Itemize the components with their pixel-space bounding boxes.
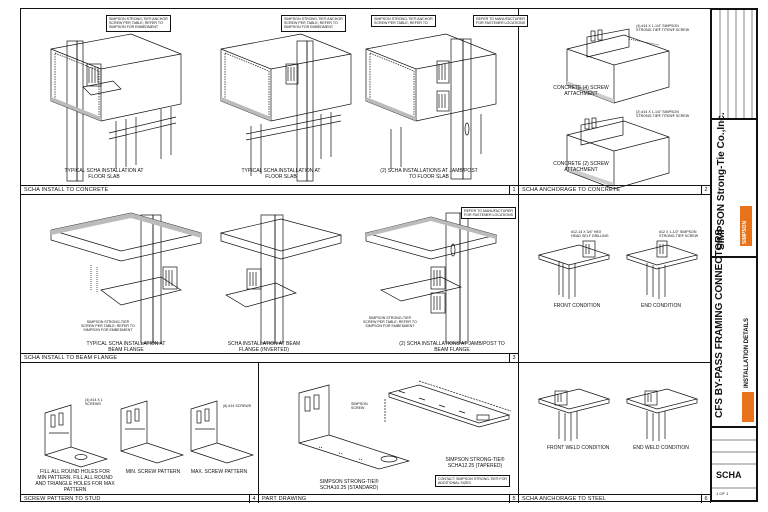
view-caption: TYPICAL SCHA INSTALLATION AT BEAM FLANGE [86, 341, 166, 353]
beam-flange-drawing [50, 212, 498, 344]
concrete-install-drawing [50, 33, 497, 182]
logo-text: SIMPSON [742, 220, 748, 244]
view-caption: (2) SCHA INSTALLATIONS AT JAMB/POST TO B… [399, 341, 505, 353]
callout-note: (8) #14 SCREWS [221, 403, 254, 410]
company-logo: SIMPSON [740, 206, 752, 246]
revision-table [711, 9, 757, 120]
panel-title: PART DRAWING [259, 494, 518, 503]
view-caption: SCHA INSTALLATION AT BEAM FLANGE (INVERT… [227, 341, 301, 353]
view-caption: TYPICAL SCHA INSTALLATION AT FLOOR SLAB [64, 168, 144, 180]
panel-title: SCHA ANCHORAGE TO CONCRETE [519, 185, 710, 194]
callout-note: SIMPSON STRONG-TIE®SCREW PER TABLE; REFE… [361, 315, 419, 330]
sheet-info-block: SCHA 1 OF 1 [711, 427, 758, 501]
view-caption: CONCRETE (4) SCREW ATTACHMENT [553, 85, 609, 97]
sheet-subtitle: INSTALLATION DETAILS [744, 318, 750, 388]
secondary-logo [742, 392, 754, 422]
view-caption: FILL ALL ROUND HOLES FOR MIN PATTERN. FI… [35, 469, 115, 493]
view-caption: TYPICAL SCHA INSTALLATION AT FLOOR SLAB [241, 168, 321, 180]
view-caption: END CONDITION [641, 303, 681, 309]
part-label: SIMPSON STRONG-TIE® SCHA12.25 (TAPERED) [445, 457, 505, 469]
callout-note: SIMPSON STRONG-TIE®SCREW PER TABLE; REFE… [79, 319, 137, 334]
view-caption: CONCRETE (2) SCREW ATTACHMENT [553, 161, 609, 173]
steel-anchorage-drawing [537, 388, 699, 441]
sheet-id: SCHA [716, 470, 742, 480]
sheet-title: CFS BY-PASS FRAMING CONNECTORS [714, 228, 725, 418]
concrete-anchorage-drawing [566, 28, 670, 190]
view-caption: FRONT WELD CONDITION [547, 445, 610, 451]
view-caption: FRONT CONDITION [553, 303, 601, 309]
panel-number: 2 [701, 186, 710, 194]
view-caption: MIN. SCREW PATTERN [125, 469, 181, 475]
panel-title: SCHA INSTALL TO CONCRETE [21, 185, 518, 194]
beam-condition-drawing [537, 240, 699, 299]
part-drawing [298, 380, 512, 470]
panel-title: SCREW PATTERN TO STUD [21, 494, 258, 503]
page-number: 1 OF 1 [716, 491, 729, 496]
view-caption: (2) SCHA INSTALLATIONS AT JAMB/POST TO F… [380, 168, 478, 180]
panel-number: 6 [701, 495, 710, 503]
panel-number: 5 [509, 495, 518, 503]
view-caption: MAX. SCREW PATTERN [190, 469, 248, 475]
panel-title: SCHA ANCHORAGE TO STEEL [519, 494, 710, 503]
panel-anchorage-to-steel: FRONT WELD CONDITION END WELD CONDITION … [519, 363, 711, 503]
panel-number: 4 [249, 495, 258, 503]
title-block: SIMPSON Strong-Tie Co.,Inc. SIMPSON CFS … [711, 9, 758, 501]
sheet-title-block: CFS BY-PASS FRAMING CONNECTORS INSTALLAT… [711, 228, 757, 427]
company-block: SIMPSON Strong-Tie Co.,Inc. SIMPSON [711, 112, 757, 257]
panel-number: 3 [509, 354, 518, 362]
view-caption: END WELD CONDITION [633, 445, 689, 451]
panel-title: SCHA INSTALL TO BEAM FLANGE [21, 353, 518, 362]
panel-number: 1 [509, 186, 518, 194]
screw-pattern-drawing [44, 400, 255, 468]
part-label: SIMPSON STRONG-TIE® SCHA10.25 (STANDARD) [319, 479, 379, 491]
